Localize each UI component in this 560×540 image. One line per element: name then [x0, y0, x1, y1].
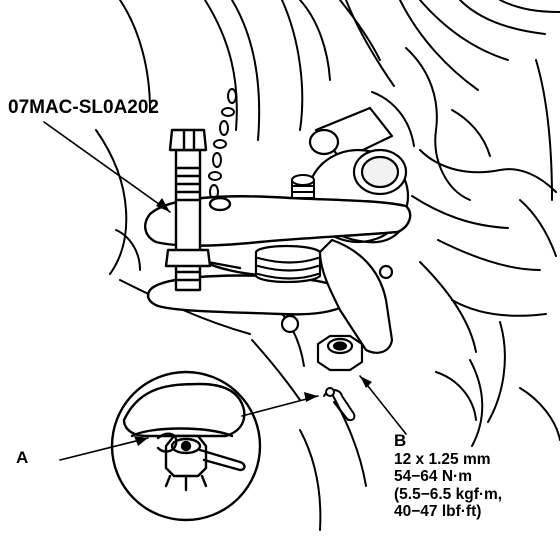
- callout-b-label: B: [394, 431, 407, 450]
- background-suspension-linework: [95, 0, 560, 531]
- ball-joint-remover-tool: [144, 128, 412, 316]
- special-tool-number-label: 07MAC-SL0A202: [8, 97, 159, 118]
- cotter-pin: [323, 387, 356, 422]
- thread-size-text: 12 x 1.25 mm: [394, 450, 491, 468]
- leader-lines: [43, 121, 407, 461]
- safety-chain: [208, 88, 237, 211]
- torque-kgfm-text: (5.5−6.5 kgf·m,: [394, 485, 503, 503]
- ball-joint-boot: [254, 244, 322, 284]
- arrowheads: [134, 198, 372, 446]
- torque-nm-text: 54−64 N·m: [394, 468, 472, 485]
- steering-knuckle-arm: [280, 238, 394, 354]
- castle-nut-b: [316, 334, 364, 372]
- callout-b-spec-block: B 12 x 1.25 mm 54−64 N·m (5.5−6.5 kgf·m,…: [394, 432, 502, 521]
- callout-a-label: A: [16, 448, 29, 467]
- torque-lbfft-text: 40−47 lbf·ft): [394, 503, 482, 520]
- detail-magnifier: [110, 370, 262, 522]
